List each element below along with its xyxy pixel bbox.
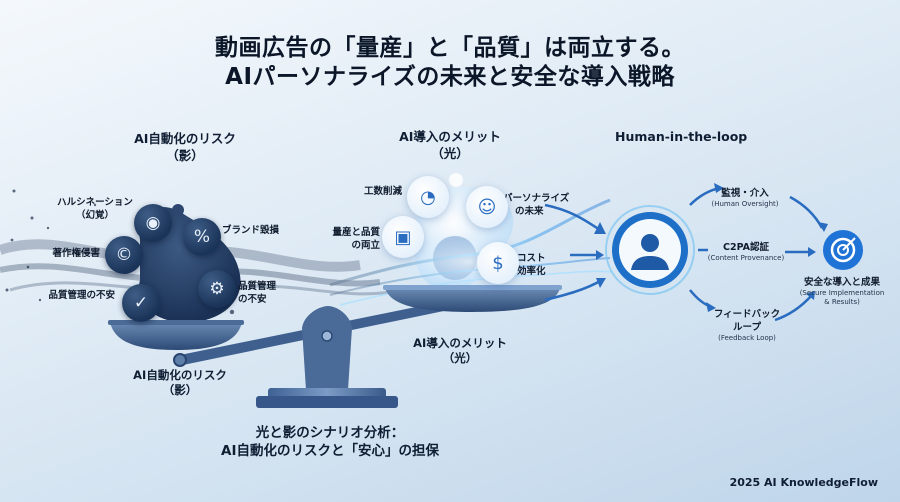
shield-check-icon: ✓ (122, 284, 160, 322)
target-icon (823, 230, 863, 270)
label-line: 品質管理 (238, 281, 277, 292)
hitl-step-oversight: 監視・介入 (Human Oversight) (705, 187, 785, 209)
merit-title: AI導入のメリット (399, 129, 501, 144)
hitl-result: 安全な導入と成果 (Secure Implementation & Result… (787, 276, 897, 307)
box-icon: ▣ (382, 216, 424, 258)
label-line: 効率化 (517, 266, 546, 277)
label-line: C2PA認証 (722, 242, 770, 253)
clock-icon: ◔ (407, 176, 449, 218)
hitl-title: Human-in-the-loop (615, 129, 748, 144)
merit-label-cost: コスト 効率化 (517, 252, 577, 278)
label-line: ブランド毀損 (222, 225, 280, 236)
label-sub: (Human Oversight) (711, 200, 779, 208)
dollar-hand-icon: $ (477, 242, 519, 284)
risk-label-copyright: 著作権侵害 (20, 247, 100, 260)
label-line: フィードバック (713, 309, 781, 320)
hitl-section-title: Human-in-the-loop (615, 128, 785, 145)
risk-label-quality-2: 品質管理 の不安 (238, 280, 308, 306)
scale-label-merit: AI導入のメリット （光） (395, 336, 525, 366)
label-line: 工数削減 (363, 186, 402, 197)
broken-tag-icon: % (183, 218, 221, 256)
label-line: 品質管理の不安 (48, 290, 115, 301)
brain-head-icon: ☺ (466, 186, 508, 228)
risk-label-hallucination: ハルシネーション （幻覚） (40, 196, 150, 222)
label-line: 著作権侵害 (52, 248, 100, 259)
merit-label-personalize: パーソナライズ の未来 (503, 192, 593, 218)
label-line: ループ (733, 322, 761, 333)
label-line: の不安 (238, 294, 267, 305)
title-line-1: 動画広告の「量産」と「品質」は両立する。 (215, 35, 685, 61)
bottom-caption: 光と影のシナリオ分析： AI自動化のリスクと「安心」の担保 (180, 424, 480, 460)
label-line: 安全な導入と成果 (803, 277, 880, 288)
risk-label-brand: ブランド毀損 (222, 224, 312, 237)
merit-label-balance: 量産と品質 の両立 (322, 226, 380, 252)
label-line: ハルシネーション (57, 197, 133, 208)
hitl-step-c2pa: C2PA認証 (Content Provenance) (705, 241, 787, 263)
label-line: （光） (442, 351, 478, 365)
label-line: （影） (162, 383, 198, 397)
label-sub: (Content Provenance) (707, 254, 785, 262)
footer-credit: 2025 AI KnowledgeFlow (729, 476, 878, 489)
page-title: 動画広告の「量産」と「品質」は両立する。 AIパーソナライズの未来と安全な導入戦… (0, 34, 900, 92)
caption-line-2: AI自動化のリスクと「安心」の担保 (221, 443, 439, 459)
label-line: 量産と品質 (332, 227, 380, 238)
hitl-step-feedback: フィードバック ループ (Feedback Loop) (712, 308, 782, 343)
risk-section-title: AI自動化のリスク （影） (100, 130, 270, 164)
caption-line-1: 光と影のシナリオ分析： (255, 425, 405, 441)
label-line: 監視・介入 (721, 188, 769, 199)
risk-label-quality: 品質管理の不安 (20, 289, 115, 302)
risk-subtitle: （影） (166, 148, 204, 163)
label-line: AI導入のメリット (413, 336, 507, 350)
label-line: （幻覚） (75, 210, 114, 221)
eye-search-icon: ◉ (134, 204, 172, 242)
title-line-2: AIパーソナライズの未来と安全な導入戦略 (225, 64, 675, 90)
label-line: コスト (517, 253, 546, 264)
copyright-icon: © (105, 236, 143, 274)
label-line: パーソナライズ (503, 193, 570, 204)
label-sub: & Results) (824, 298, 860, 306)
robot-icon: ⚙ (198, 270, 236, 308)
person-icon (606, 206, 694, 294)
merit-label-workload: 工数削減 (340, 185, 402, 198)
merit-section-title: AI導入のメリット （光） (375, 128, 525, 162)
label-sub: (Secure Implementation (799, 289, 885, 297)
merit-subtitle: （光） (431, 146, 469, 161)
label-line: AI自動化のリスク (133, 368, 227, 382)
label-line: の両立 (351, 240, 380, 251)
scale-label-risk: AI自動化のリスク （影） (110, 368, 250, 398)
risk-title: AI自動化のリスク (134, 131, 236, 146)
label-sub: (Feedback Loop) (718, 334, 776, 342)
label-line: の未来 (515, 206, 544, 217)
